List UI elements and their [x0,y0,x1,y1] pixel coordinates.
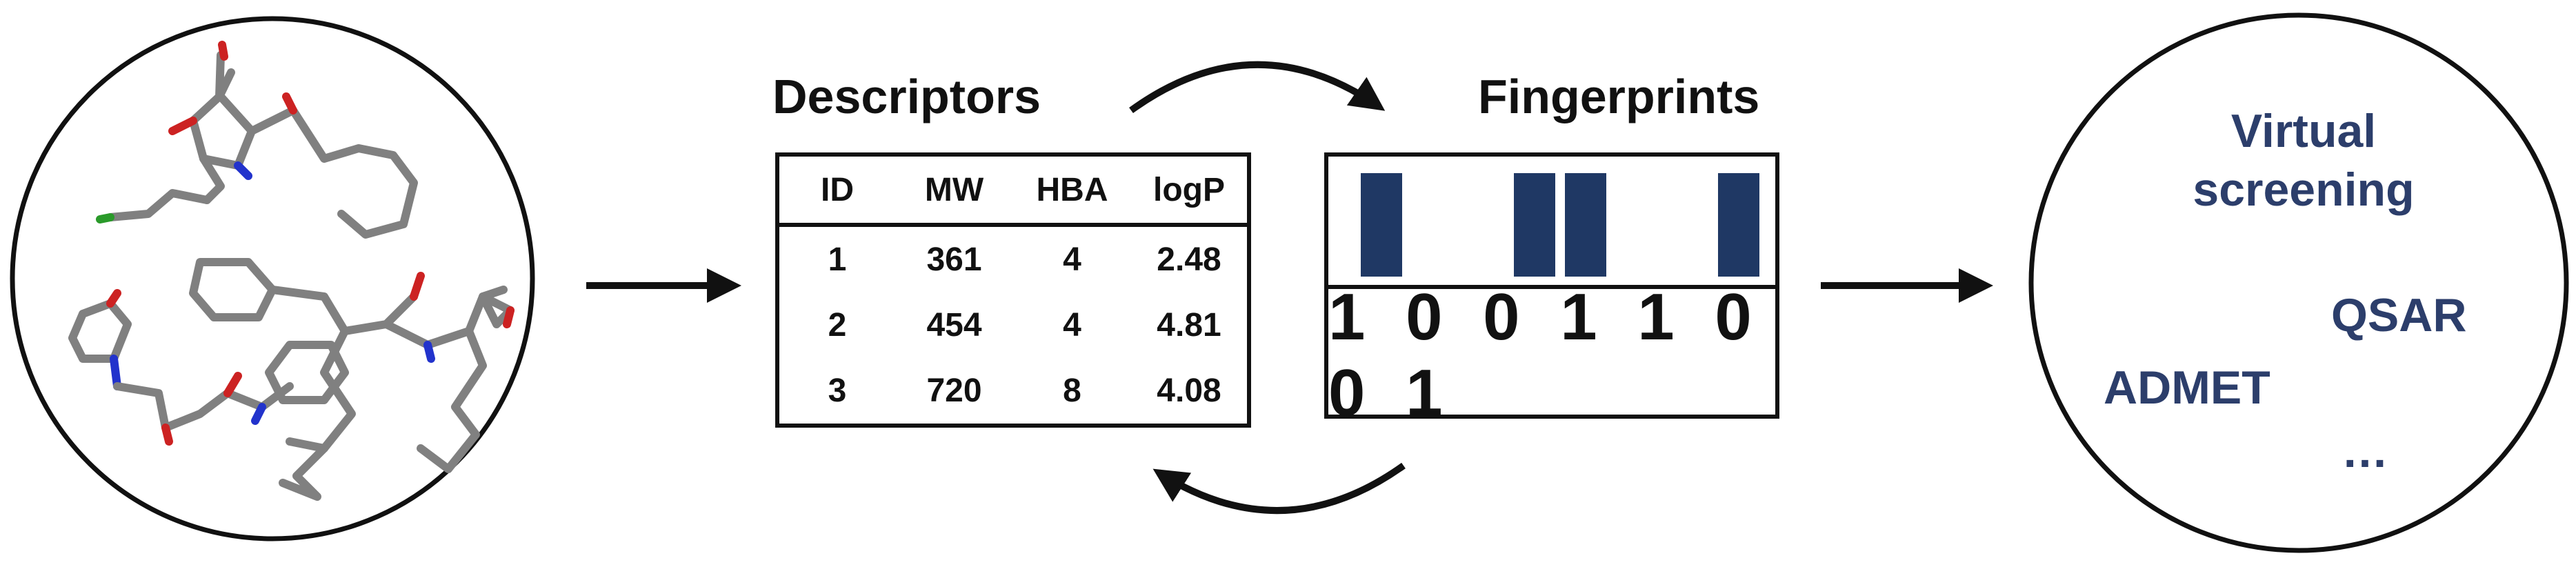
admet-label: ADMET [2104,361,2270,414]
arrow-descriptors-to-fingerprints [1129,61,1386,114]
table-cell: 4.81 [1157,307,1221,344]
fingerprint-box: 1 0 0 1 1 0 0 1 [1324,152,1779,430]
fingerprint-bit-string: 1 0 0 1 1 0 0 1 [1328,280,1763,430]
table-cell: 454 [926,307,982,344]
arrow-fingerprints-to-descriptors [1152,462,1406,515]
table-cell: 361 [926,241,982,278]
table-cell: 4.08 [1157,372,1221,409]
table-cell: 4 [1063,241,1081,278]
fingerprint-bar [1718,173,1759,277]
molecules-circle [10,16,535,541]
qsar-label: QSAR [2331,289,2467,341]
column-header: ID [777,155,895,227]
applications-circle [2028,12,2569,553]
table-cell: 1 [828,241,847,278]
table-cell: 3 [828,372,847,409]
column-header: HBA [1013,155,1131,227]
fingerprint-bars [1328,157,1775,286]
fingerprint-divider [1328,285,1775,289]
table-row: 3 720 8 4.08 [777,358,1249,426]
molecule-1 [96,41,418,239]
molecule-2 [68,258,515,501]
column-header: MW [895,155,1013,227]
table-row: 1 361 4 2.48 [777,225,1249,292]
fingerprint-bar [1361,173,1402,277]
column-header: logP [1131,155,1249,227]
table-cell: 8 [1063,372,1081,409]
descriptors-header-row: ID MW HBA logP [777,155,1249,227]
table-cell: 720 [926,372,982,409]
table-cell: 2 [828,307,847,344]
virtual-screening-label: Virtual screening [2193,105,2415,216]
table-row: 2 454 4 4.81 [777,292,1249,358]
fingerprint-bar [1565,173,1606,277]
fingerprint-bar [1514,173,1555,277]
more-label: … [2342,425,2388,477]
descriptors-table: ID MW HBA logP 1 361 4 2.48 2 454 4 4.81… [775,152,1251,428]
table-cell: 2.48 [1157,241,1221,278]
table-cell: 4 [1063,307,1081,344]
molecule-structures [68,41,515,501]
fingerprints-title: Fingerprints [1478,70,1760,123]
descriptors-title: Descriptors [772,70,1041,123]
